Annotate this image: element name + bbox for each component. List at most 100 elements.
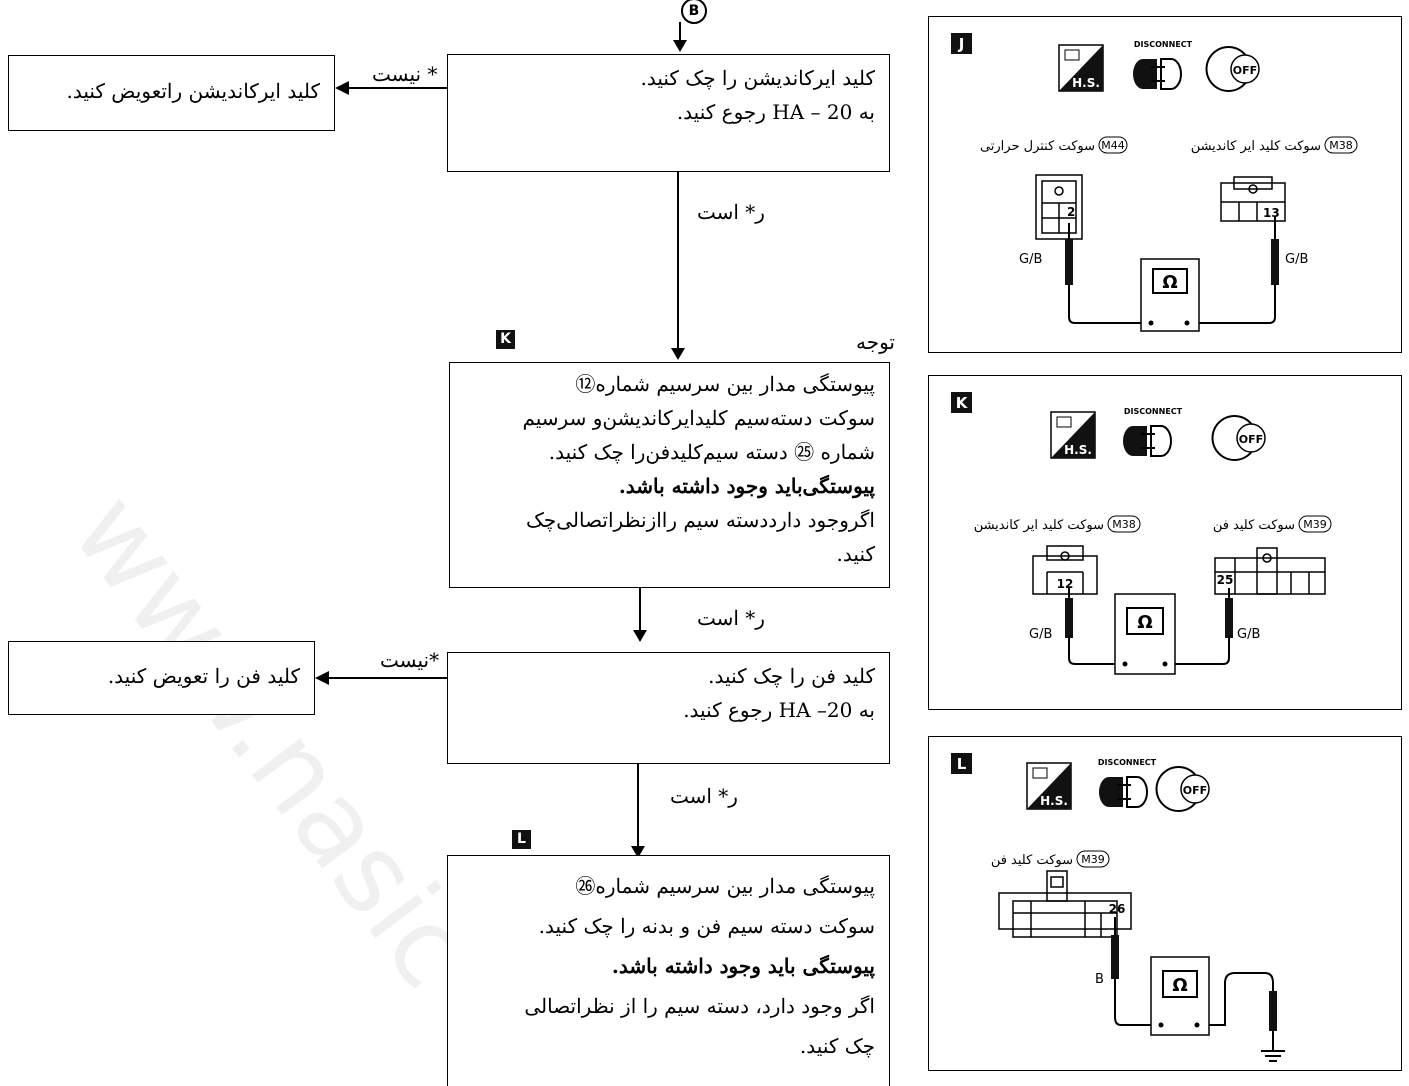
disconnect-label: DISCONNECT <box>1134 40 1193 49</box>
arrow-left <box>335 81 349 95</box>
box2-line4: پیوستگی‌باید وجود داشته باشد. <box>618 474 875 498</box>
pin-right: 13 <box>1263 206 1280 220</box>
wire <box>1068 657 1125 665</box>
panel-j: J H.S. DISCONNECT OFF M44 سوکت کنترل حرا… <box>928 16 1402 353</box>
conn-left-code: M38 <box>1112 518 1136 531</box>
box2-line6: کنید. <box>836 542 875 566</box>
replace-fan-switch-box: کلید فن را تعویض کنید. <box>8 641 315 715</box>
hs-icon: H.S. <box>1026 762 1072 810</box>
connector-left <box>1035 174 1083 240</box>
conn-left-label: سوکت کلید ایر کاندیشن <box>974 518 1104 533</box>
box3-line1: کلید فن را چک کنید. <box>708 664 875 688</box>
wire-left-color: G/B <box>1019 252 1042 267</box>
panel-tag: K <box>956 394 969 412</box>
probe <box>1269 991 1277 1031</box>
panel-tag-box <box>951 753 972 774</box>
conn-code: M39 <box>1081 853 1105 866</box>
arrow-down <box>671 348 685 360</box>
conn-right-label: سوکت کلید فن <box>1213 518 1295 533</box>
probe <box>1225 598 1233 638</box>
wire <box>1197 972 1274 1037</box>
conn-left-code: M44 <box>1101 139 1125 152</box>
panel-tag: J <box>958 35 965 53</box>
ohmmeter-icon: Ω <box>1114 593 1176 675</box>
wire <box>1187 316 1276 324</box>
conn-right-code: M38 <box>1329 139 1353 152</box>
svg-text:H.S.: H.S. <box>1040 794 1068 808</box>
arrow-down <box>633 630 647 642</box>
continuity-check-k-box: پیوستگی مدار بین سرسیم شماره⑫ سوکت دسته‌… <box>449 362 890 588</box>
box2-line5: اگروجود دارددسته سیم راازنظراتصالی‌چک <box>525 508 875 532</box>
disconnect-label: DISCONNECT <box>1124 407 1183 416</box>
connector-code-oval <box>1324 136 1358 154</box>
disconnect-icon <box>1099 776 1148 808</box>
ignition-off-icon: OFF <box>1205 46 1260 92</box>
note-label: توجه <box>856 330 895 354</box>
box2-line3: شماره ㉕ دسته سیم‌کلیدفن‌را چک کنید. <box>548 440 875 464</box>
svg-text:OFF: OFF <box>1239 433 1263 446</box>
flow-line <box>679 22 681 42</box>
svg-text:Ω: Ω <box>1172 975 1187 996</box>
replace-fan-text: کلید فن را تعویض کنید. <box>107 664 300 688</box>
arrow-left <box>315 671 329 685</box>
hs-icon: H.S. <box>1050 411 1096 459</box>
ground-icon <box>1261 1037 1285 1062</box>
ohmmeter-icon: Ω <box>1150 956 1210 1036</box>
panel-k: K H.S. DISCONNECT OFF M38 سوکت کلید ایر … <box>928 375 1402 710</box>
flow-line <box>677 172 679 348</box>
tag-k: K <box>496 330 515 349</box>
flow-line <box>347 87 447 89</box>
flow-line <box>639 588 641 630</box>
hs-icon: H.S. <box>1058 44 1104 92</box>
conn-right-code: M39 <box>1303 518 1327 531</box>
probe <box>1111 935 1119 979</box>
disconnect-label: DISCONNECT <box>1098 758 1157 767</box>
no-label: * نیست <box>372 62 438 86</box>
panel-tag-box <box>951 33 972 54</box>
wire-color: B <box>1095 972 1104 987</box>
ignition-off-icon: OFF <box>1211 415 1266 461</box>
svg-text:H.S.: H.S. <box>1072 76 1100 90</box>
connector-code-oval <box>1298 515 1332 533</box>
replace-ac-text: کلید ایرکاندیشن راتعویض کنید. <box>66 79 321 103</box>
box4-line5: چک کنید. <box>799 1034 875 1058</box>
wire-right-color: G/B <box>1285 252 1308 267</box>
box4-line2: سوکت دسته سیم فن و بدنه را چک کنید. <box>538 914 875 938</box>
pin-left: 2 <box>1067 205 1075 219</box>
wire-right-color: G/B <box>1237 627 1260 642</box>
box2-line2: سوکت دسته‌سیم کلیدایرکاندیشن‌و سرسیم <box>522 406 875 430</box>
check-fan-switch-box: کلید فن را چک کنید. به 20– HA رجوع کنید. <box>447 652 890 764</box>
wire <box>1165 657 1230 665</box>
pin: 26 <box>1109 902 1126 916</box>
ohmmeter-icon: Ω <box>1140 258 1200 332</box>
yes-label: ر* است <box>697 200 765 224</box>
probe <box>1065 239 1073 285</box>
continuity-check-l-box: پیوستگی مدار بین سرسیم شماره㉖ سوکت دسته … <box>447 855 890 1086</box>
wire-left-color: G/B <box>1029 627 1052 642</box>
wire <box>1114 1016 1161 1026</box>
pin-left: 12 <box>1057 577 1074 591</box>
box1-line1: کلید ایرکاندیشن را چک کنید. <box>640 66 875 90</box>
svg-text:Ω: Ω <box>1137 612 1152 633</box>
box4-line1: پیوستگی مدار بین سرسیم شماره㉖ <box>575 874 875 898</box>
connector <box>998 870 1132 938</box>
tag-l: L <box>512 830 531 849</box>
connector-right <box>1214 547 1326 595</box>
wire <box>1068 316 1151 324</box>
conn-left-label: سوکت کنترل حرارتی <box>980 139 1095 154</box>
box3-line2: به 20– HA رجوع کنید. <box>683 698 875 722</box>
connector-right <box>1220 176 1286 222</box>
conn-right-label: سوکت کلید ایر کاندیشن <box>1191 139 1321 154</box>
arrow-down <box>673 40 687 52</box>
check-ac-switch-box: کلید ایرکاندیشن را چک کنید. به 20 – HA ر… <box>447 54 890 172</box>
conn-label: سوکت کلید فن <box>991 853 1073 868</box>
disconnect-icon <box>1123 425 1172 457</box>
flow-line <box>637 764 639 846</box>
connector-left <box>1032 545 1098 595</box>
panel-tag: L <box>957 755 967 773</box>
panel-tag-box <box>951 392 972 413</box>
probe <box>1065 598 1073 638</box>
box4-line3: پیوستگی باید وجود داشته باشد. <box>611 954 875 978</box>
watermark: www.nasic <box>47 470 500 1011</box>
probe <box>1271 239 1279 285</box>
